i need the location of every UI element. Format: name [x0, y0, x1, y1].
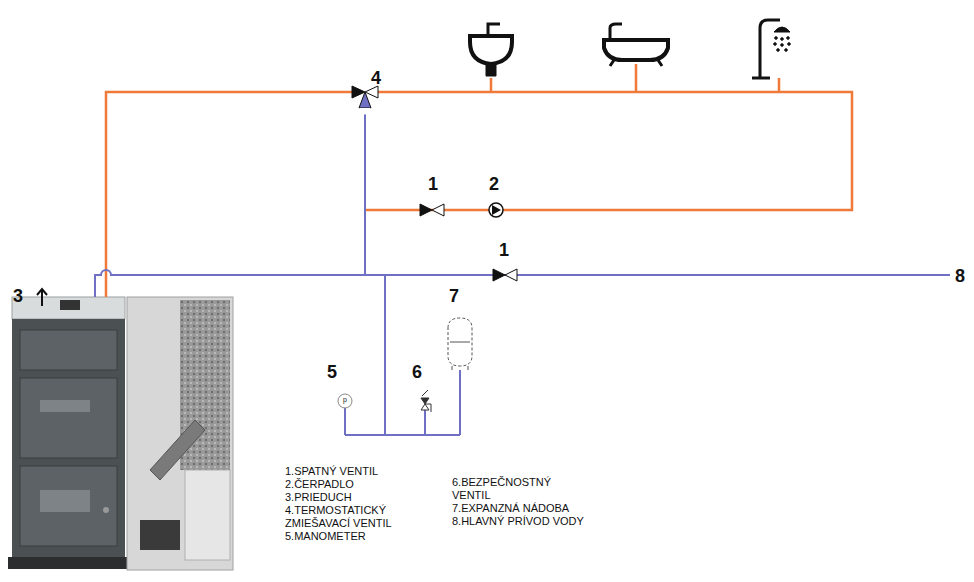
expansion-vessel-symbol [448, 318, 472, 370]
mixing-valve-symbol [352, 86, 378, 115]
callout-number: 8 [955, 266, 965, 287]
check-valve-symbol [420, 204, 517, 281]
legend-key-text: 4.TERMOSTATICKÝ ZMIEŠAVACÍ VENTIL [285, 504, 410, 529]
cold-water-pipe [95, 114, 950, 435]
callout-number: 3 [13, 286, 23, 307]
shower-icon [752, 20, 790, 78]
gauge-letter: p [343, 396, 347, 404]
legend-key-text: 7.EXPANZNÁ NÁDOBA [452, 502, 569, 515]
legend-key-text: 5.MANOMETER [285, 530, 366, 543]
washbasin-icon [470, 24, 512, 76]
legend-key-text: 2.ČERPADLO [285, 478, 354, 491]
callout-number: 6 [412, 362, 422, 383]
pellet-hopper-illustration [127, 297, 233, 570]
hot-water-pipe [106, 64, 852, 297]
vent-arrow [37, 289, 47, 306]
boiler-illustration [8, 297, 127, 569]
legend-key-text: 3.PRIEDUCH [285, 491, 352, 504]
legend-key-text: 1.SPATNÝ VENTIL [285, 465, 378, 478]
callout-number: 7 [449, 286, 459, 307]
bathtub-icon [604, 24, 668, 66]
safety-valve-symbol [421, 390, 431, 412]
callout-number: 1 [428, 174, 438, 195]
callout-number: 1 [499, 240, 509, 261]
legend-key-text: 8.HLAVNÝ PRÍVOD VODY [452, 515, 584, 528]
callout-number: 4 [371, 68, 381, 89]
pump-symbol [489, 203, 503, 217]
callout-number: 2 [489, 174, 499, 195]
manometer-symbol [338, 394, 352, 408]
callout-number: 5 [327, 362, 337, 383]
legend-key-text: 6.BEZPEČNOSTNÝ VENTIL [452, 476, 560, 501]
